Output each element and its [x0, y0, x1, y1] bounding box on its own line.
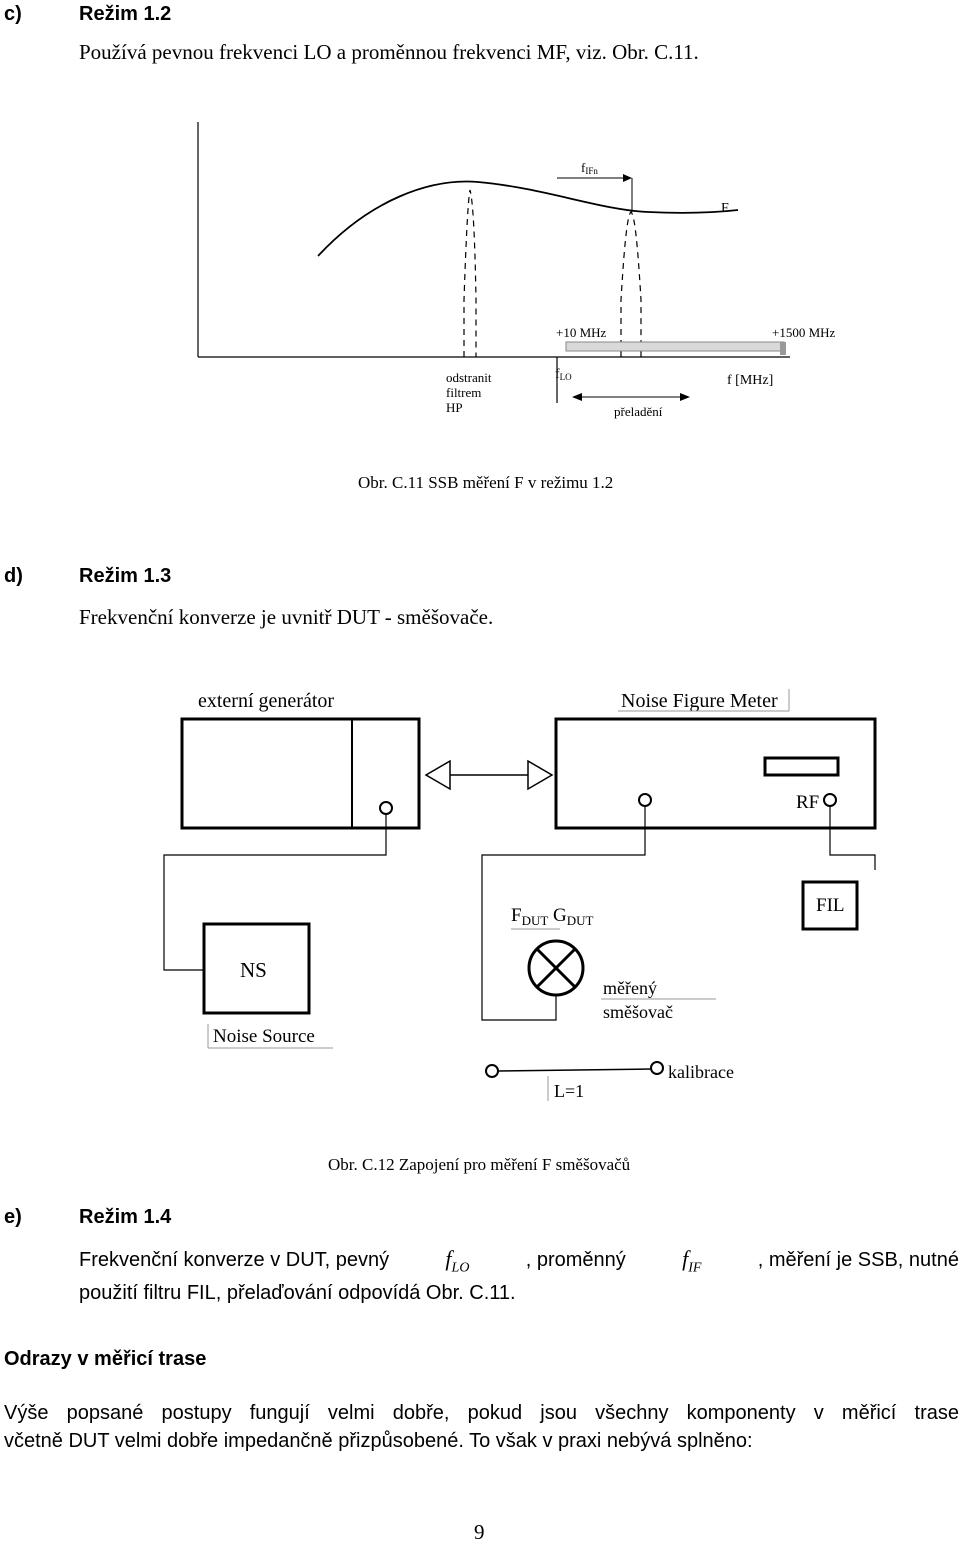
section-c-marker: c)	[4, 3, 22, 25]
label-F: F	[721, 201, 729, 216]
arrow-left-icon	[572, 393, 582, 401]
hp-filter-peak	[463, 189, 477, 357]
nfm-display-icon	[763, 756, 840, 777]
label-fmhz: f [MHz]	[727, 373, 773, 388]
section-e-line1: Frekvenční konverze v DUT, pevný fLO , p…	[79, 1246, 959, 1276]
label-hp-1: odstranit	[446, 370, 492, 385]
e-text-a: Frekvenční konverze v DUT, pevný	[79, 1249, 390, 1271]
odrazy-heading: Odrazy v měřicí trase	[4, 1348, 207, 1370]
f-lo-symbol: fLO	[445, 1246, 470, 1276]
label-fdut: FDUT GDUT	[511, 905, 594, 928]
label-fil: FIL	[816, 895, 845, 916]
label-rf: RF	[796, 792, 819, 813]
cal-port-left-icon	[485, 1064, 499, 1078]
label-1500mhz: +1500 MHz	[772, 325, 836, 340]
label-noise-source: Noise Source	[213, 1026, 315, 1047]
label-fifn: fIFn	[581, 160, 598, 176]
label-mereny: měřený	[603, 978, 657, 998]
section-d-title: Režim 1.3	[79, 565, 172, 587]
section-c-text: Používá pevnou frekvenci LO a proměnnou …	[79, 40, 699, 64]
noise-figure-curve	[317, 180, 739, 257]
label-ns: NS	[240, 958, 267, 982]
e-text-b: , proměnný	[525, 1249, 626, 1271]
rf-port-icon	[823, 793, 837, 807]
nfm-port-icon	[638, 793, 652, 807]
label-kalibrace: kalibrace	[668, 1062, 734, 1082]
f-if-symbol: fIF	[682, 1246, 702, 1276]
label-ext-gen: externí generátor	[198, 690, 334, 712]
label-nfm: Noise Figure Meter	[621, 690, 778, 712]
if-peak	[620, 211, 642, 357]
arrow-right-icon	[680, 393, 690, 401]
section-d-marker: d)	[4, 565, 23, 587]
section-e-line2: použití filtru FIL, přelaďování odpovídá…	[79, 1282, 516, 1304]
cal-port-right-icon	[650, 1061, 664, 1075]
double-arrow-right-icon	[527, 759, 554, 791]
noise-figure-meter-box	[554, 717, 877, 830]
section-e-title: Režim 1.4	[79, 1206, 172, 1228]
e-text-c: , měření je SSB, nutné	[757, 1249, 959, 1271]
odrazy-line1: Výše popsané postupy fungují velmi dobře…	[4, 1402, 959, 1424]
label-flo: fLO	[555, 367, 572, 382]
generator-port-icon	[379, 801, 393, 815]
arrow-right-icon	[623, 174, 632, 182]
fil-box	[801, 880, 859, 931]
label-hp-3: HP	[446, 400, 463, 415]
double-arrow-left-icon	[424, 759, 451, 791]
figure-c11-caption: Obr. C.11 SSB měření F v režimu 1.2	[358, 473, 614, 492]
label-preladeni: přeladění	[614, 404, 663, 419]
page-number: 9	[474, 1520, 485, 1544]
figure-c12-caption: Obr. C.12 Zapojení pro měření F směšovač…	[328, 1155, 631, 1174]
label-smesovac: směšovač	[603, 1002, 673, 1022]
external-generator-box	[180, 717, 421, 830]
section-d-text: Frekvenční konverze je uvnitř DUT - směš…	[79, 605, 494, 629]
label-hp-2: filtrem	[446, 385, 481, 400]
section-e-marker: e)	[4, 1206, 22, 1228]
label-10mhz: +10 MHz	[556, 325, 607, 340]
odrazy-line2: včetně DUT velmi dobře impedančně přizpů…	[4, 1430, 753, 1452]
section-c-title: Režim 1.2	[79, 3, 172, 25]
noise-source-box	[202, 922, 311, 1015]
label-l1: L=1	[554, 1081, 584, 1101]
calibration-line	[497, 1068, 652, 1072]
